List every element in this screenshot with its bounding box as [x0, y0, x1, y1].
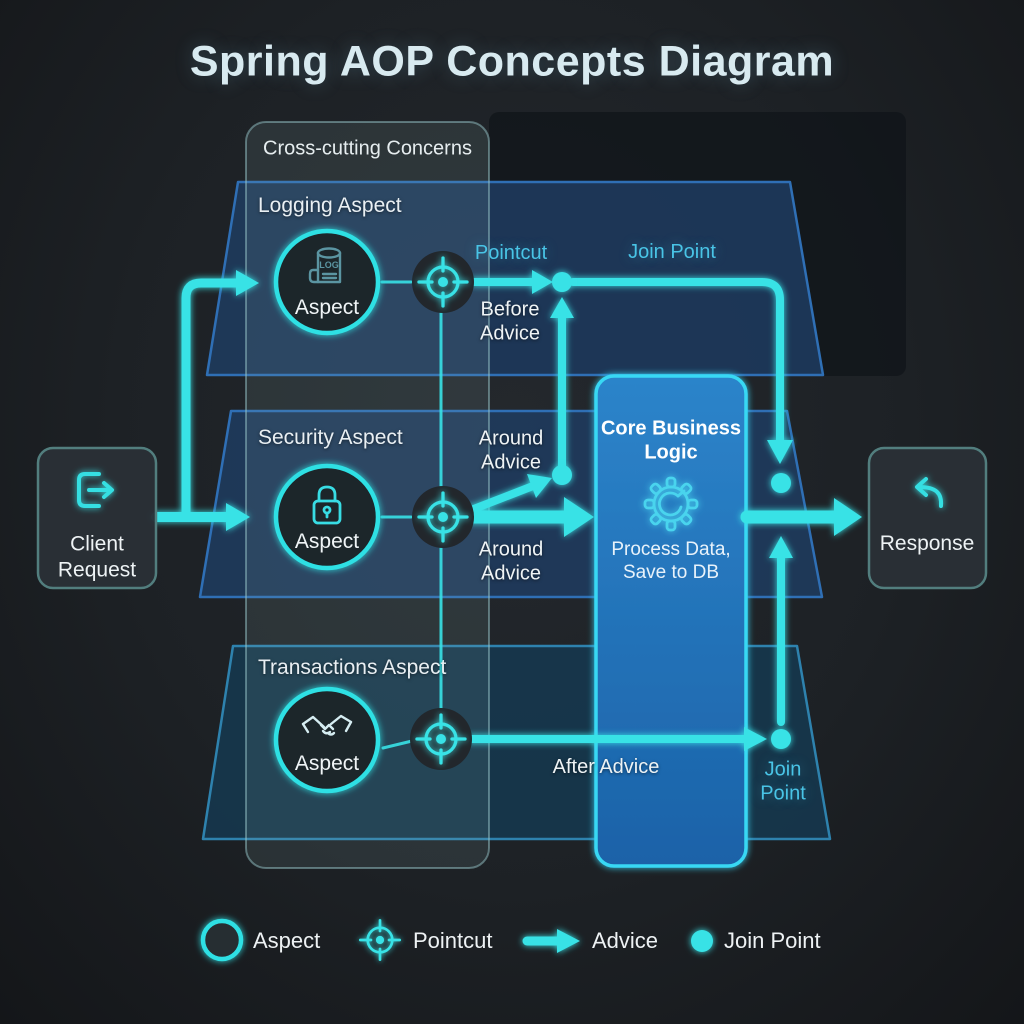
around-advice-top-label: Around Advice	[478, 427, 544, 474]
join-point-bottom-label: Join Point	[760, 758, 806, 805]
page-title: Spring AOP Concepts Diagram	[189, 37, 835, 86]
handshake-icon	[301, 714, 353, 736]
aspect-circles: LOG	[273, 228, 381, 794]
pointcut-label: Pointcut	[474, 241, 548, 264]
transactions-aspect-band-label: Transactions Aspect	[258, 656, 447, 679]
legend-pointcut-crosshair-icon	[358, 918, 402, 962]
legend-advice-arrow-icon	[522, 929, 580, 953]
response-label: Response	[879, 532, 975, 556]
response-box	[867, 446, 988, 590]
legend-aspect-circle-icon	[200, 918, 244, 962]
legend-advice-label: Advice	[592, 928, 659, 953]
legend-icons	[200, 918, 713, 962]
logging-aspect-band-label: Logging Aspect	[258, 194, 402, 217]
legend-join-point-dot-icon	[691, 930, 713, 952]
after-advice-label: After Advice	[552, 755, 660, 778]
legend-join-point-label: Join Point	[724, 928, 821, 953]
padlock-icon	[312, 485, 342, 525]
around-advice-bottom-label: Around Advice	[478, 538, 544, 585]
log-scroll-icon: LOG	[308, 247, 342, 284]
logging-aspect-circle-label: Aspect	[294, 296, 360, 320]
core-business-logic-subtitle: Process Data, Save to DB	[611, 538, 731, 583]
join-point-top-label: Join Point	[628, 240, 716, 263]
legend-pointcut-label: Pointcut	[413, 928, 493, 953]
svg-text:LOG: LOG	[319, 260, 339, 270]
advice-arrows	[151, 270, 862, 751]
legend-aspect-label: Aspect	[253, 928, 321, 953]
core-business-logic-box	[594, 374, 748, 868]
return-arrow-icon	[915, 477, 944, 508]
gear-icon	[643, 476, 699, 532]
client-request-label: Client Request	[57, 532, 137, 581]
join-point-dots	[552, 272, 791, 749]
client-request-box	[36, 446, 158, 590]
logout-arrow-icon	[77, 472, 114, 508]
pointcut-markers	[410, 251, 474, 770]
security-aspect-band-label: Security Aspect	[258, 426, 403, 449]
transactions-aspect-circle-label: Aspect	[294, 752, 360, 776]
cross-cutting-panel-label: Cross-cutting Concerns	[263, 137, 472, 160]
before-advice-label: Before Advice	[479, 298, 541, 345]
security-aspect-circle-label: Aspect	[294, 530, 360, 554]
core-business-logic-title: Core Business Logic	[600, 417, 742, 464]
